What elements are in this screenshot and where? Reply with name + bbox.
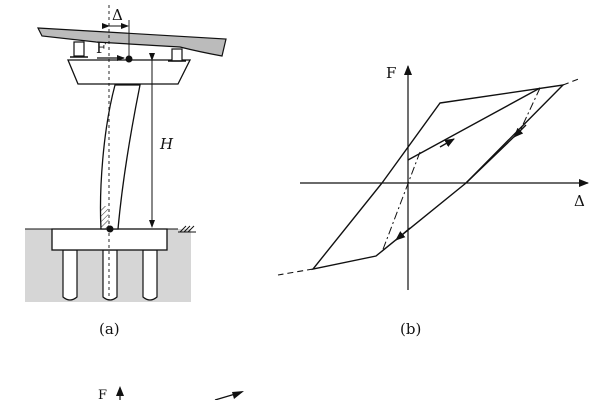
delta-label: Δ [112, 6, 123, 24]
partial-curve-arrowhead [232, 391, 244, 399]
unloading-stiffness-line [519, 87, 541, 132]
bridge-deck [36, 27, 227, 57]
hysteresis-diagram: F Δ [277, 64, 589, 290]
force-label: F [96, 39, 106, 57]
height-label: H [159, 135, 174, 153]
reverse-direction-arrow [395, 227, 411, 241]
plastic-hinge-zone [101, 206, 109, 229]
partial-force-axis-label: F [98, 388, 107, 400]
base-hinge-point [106, 225, 114, 233]
pier-column [99, 84, 141, 230]
bearings [70, 41, 186, 62]
force-axis-label: F [386, 64, 396, 82]
pile-left [62, 249, 78, 301]
pile-right [142, 249, 158, 301]
unloading-direction-arrow [513, 124, 527, 138]
partial-figure-c: F [98, 386, 244, 400]
mass-point [125, 55, 133, 63]
pile-middle [102, 249, 118, 301]
delta-axis-label: Δ [574, 192, 585, 210]
unloading-path [465, 130, 521, 184]
pier-diagram: Δ F H [25, 5, 227, 302]
backbone-extension-upper [562, 77, 582, 86]
caption-a: (a) [99, 320, 120, 338]
loading-direction-arrow [439, 138, 455, 148]
caption-b: (b) [400, 320, 421, 338]
backbone-extension-lower [277, 268, 314, 276]
partial-axis-arrowhead [116, 386, 124, 396]
ground-hatch-icon [178, 225, 196, 233]
pier-cap [67, 59, 192, 85]
initial-stiffness-line [381, 151, 421, 253]
hysteresis-loop [311, 84, 565, 271]
foundation-piles [62, 249, 158, 301]
loading-path [407, 87, 541, 161]
